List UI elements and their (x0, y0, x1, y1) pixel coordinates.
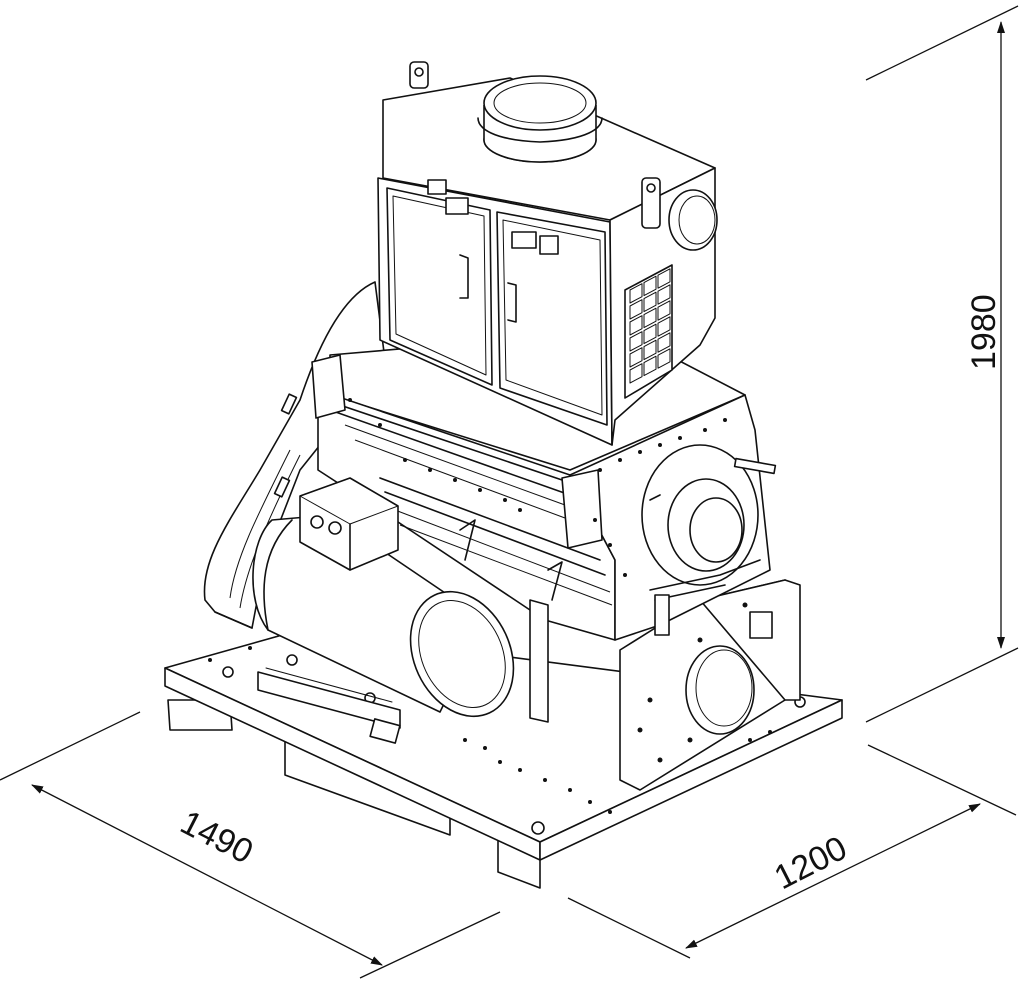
grille-cell (643, 291, 657, 313)
grille-cell (629, 331, 643, 352)
grille-cell (629, 283, 643, 304)
grille-cell (643, 275, 657, 297)
grille-cell (643, 355, 657, 377)
grille-cell (657, 268, 671, 289)
grille-cell (657, 300, 671, 321)
grille-cell (657, 332, 671, 353)
hopper-housing (377, 61, 718, 446)
grille-cell (643, 339, 657, 361)
grille-cell (657, 348, 671, 369)
grille-cell (657, 316, 671, 337)
grille-cell (629, 363, 643, 384)
grille-cell (629, 347, 643, 368)
dimension-height-label: 1980 (965, 294, 1003, 370)
electric-motor (252, 477, 515, 744)
dimension-length-label: 1490 (174, 803, 259, 871)
grille-cell (657, 284, 671, 305)
grille-cell (643, 323, 657, 345)
grille-cell (629, 315, 643, 336)
grille-cell (629, 299, 643, 320)
dimension-lines (0, 5, 1019, 979)
grille-cell (643, 307, 657, 329)
